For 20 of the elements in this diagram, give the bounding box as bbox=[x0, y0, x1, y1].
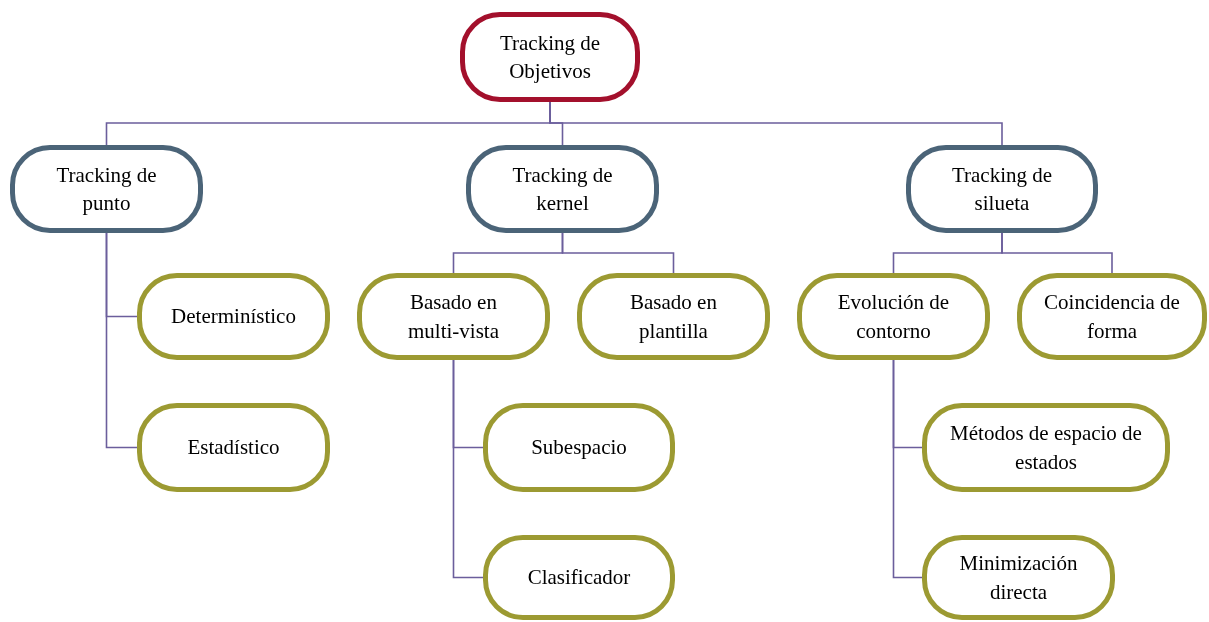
node-label: Tracking de kernel bbox=[511, 161, 614, 217]
node-label: Tracking de punto bbox=[55, 161, 158, 217]
connector-line bbox=[561, 232, 675, 274]
node-label: Métodos de espacio de estados bbox=[949, 420, 1143, 476]
connector-line bbox=[452, 359, 484, 579]
node-label: Coincidencia de forma bbox=[1044, 289, 1180, 345]
node-label: Subespacio bbox=[531, 434, 627, 462]
node-label: Minimización directa bbox=[958, 550, 1079, 606]
node-label: Determinístico bbox=[171, 303, 296, 331]
node-label: Clasificador bbox=[527, 564, 631, 592]
connector-line bbox=[105, 232, 138, 449]
node-label: Basado en multi-vista bbox=[407, 289, 500, 345]
rounded-box bbox=[460, 12, 640, 102]
node-label: Tracking de silueta bbox=[950, 161, 1054, 217]
node-label: Evolución de contorno bbox=[836, 289, 951, 345]
connector-line bbox=[1001, 232, 1113, 274]
node-label: Basado en plantilla bbox=[629, 289, 718, 345]
node-label: Estadístico bbox=[187, 434, 280, 462]
connector-line bbox=[892, 359, 923, 579]
node-label: Tracking de Objetivos bbox=[498, 29, 602, 85]
